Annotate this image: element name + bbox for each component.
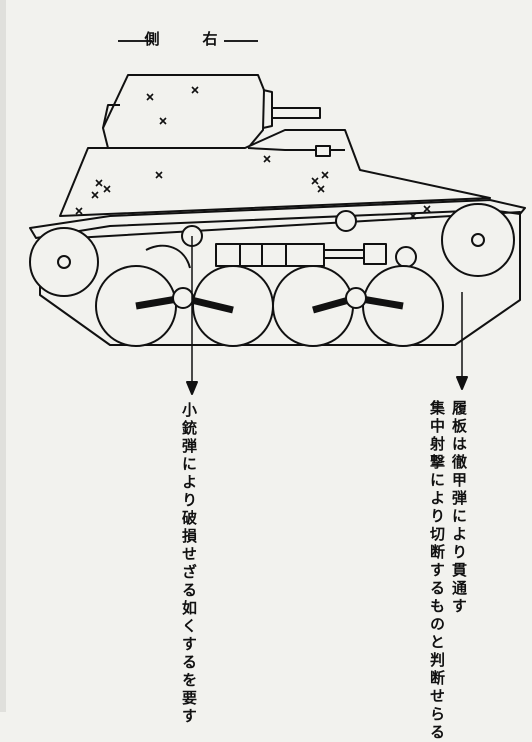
hull-superstructure [59,129,491,217]
page-edge [0,0,6,712]
annotation-right-line-2: 集中射撃により切断するものと判断せらる [428,400,446,742]
annotation-right: 履板は徹甲弾により貫通す 集中射撃により切断するものと判断せらる [426,400,470,742]
tank-side-view-diagram [29,74,526,395]
title-rule-left [118,40,152,42]
track [39,211,521,346]
turret-vision-slit [102,104,120,129]
annotation-right-line-1: 履板は徹甲弾により貫通す [450,400,468,616]
return-roller-3 [395,246,417,268]
hit-marks [75,86,431,220]
figure-title: 側 右 [144,30,232,48]
road-wheel-3 [272,265,354,347]
hull-hatch [315,145,331,157]
gun-barrel [271,107,321,119]
title-rule-right [224,40,258,42]
idler-wheel [441,203,515,277]
annotation-left: 小銃弾により破損せざる如くするを要す [180,402,198,726]
turret [102,74,265,149]
drive-sprocket [29,227,99,297]
return-roller-2 [335,210,357,232]
suspension-spring [215,243,325,267]
